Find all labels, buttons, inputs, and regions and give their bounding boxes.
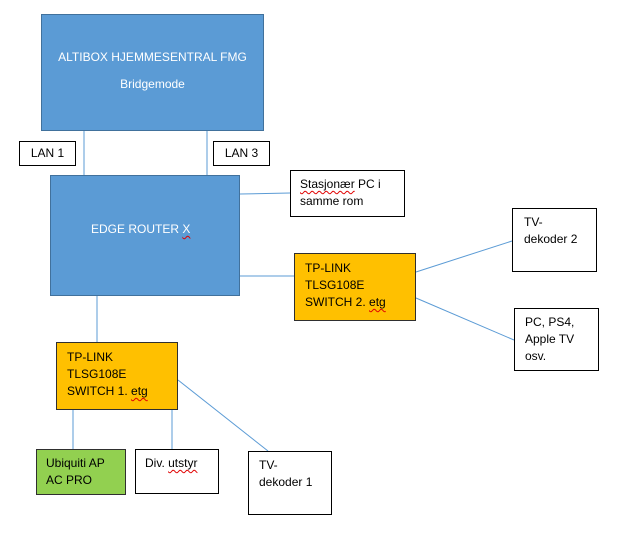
switch1-node: TP-LINK TLSG108E SWITCH 1. etg (56, 342, 178, 410)
tv2-line1: TV- (524, 215, 543, 229)
tv2-node: TV- dekoder 2 (512, 208, 597, 272)
switch1-line2: TLSG108E (67, 367, 127, 381)
switch1-line1: TP-LINK (67, 350, 114, 364)
link-router-pc (239, 192, 291, 195)
switch2-line1: TP-LINK (305, 261, 352, 275)
switch2-line2: TLSG108E (305, 278, 365, 292)
altibox-node: ALTIBOX HJEMMESENTRAL FMG Bridgemode (41, 14, 264, 131)
router-label: EDGE ROUTER X (91, 222, 191, 236)
tv2-line2: dekoder 2 (524, 232, 578, 246)
ap-line1: Ubiquiti AP (46, 456, 105, 470)
link-switch1-tv1 (177, 379, 269, 452)
link-switch2-tv2 (415, 240, 513, 273)
ap-line2: AC PRO (46, 473, 93, 487)
pcps4-line3: osv. (525, 349, 547, 363)
tv1-line2: dekoder 1 (259, 475, 313, 489)
pc-line2: samme rom (300, 194, 364, 208)
link-switch2-pcps4 (415, 297, 515, 341)
pc-line1: Stasjonær PC i (300, 177, 381, 191)
router-node: EDGE ROUTER X (50, 175, 240, 296)
lan3-label-box: LAN 3 (213, 141, 270, 166)
tv1-line1: TV- (259, 458, 278, 472)
div-node: Div. utstyr (135, 449, 219, 494)
tv1-node: TV- dekoder 1 (248, 451, 332, 515)
pc-node: Stasjonær PC i samme rom (290, 170, 405, 217)
lan3-label: LAN 3 (224, 146, 259, 160)
switch1-line3: SWITCH 1. etg (67, 384, 148, 398)
ap-node: Ubiquiti AP AC PRO (36, 449, 126, 495)
pcps4-line1: PC, PS4, (525, 315, 575, 329)
pcps4-line2: Apple TV (525, 332, 575, 346)
lan1-label: LAN 1 (30, 146, 65, 160)
div-line1: Div. utstyr (145, 456, 198, 470)
lan1-label-box: LAN 1 (19, 141, 76, 166)
altibox-title: ALTIBOX HJEMMESENTRAL FMG (58, 49, 247, 64)
pcps4-node: PC, PS4, Apple TV osv. (514, 308, 599, 371)
switch2-node: TP-LINK TLSG108E SWITCH 2. etg (294, 253, 416, 321)
switch2-line3: SWITCH 2. etg (305, 295, 386, 309)
altibox-mode: Bridgemode (120, 76, 185, 91)
